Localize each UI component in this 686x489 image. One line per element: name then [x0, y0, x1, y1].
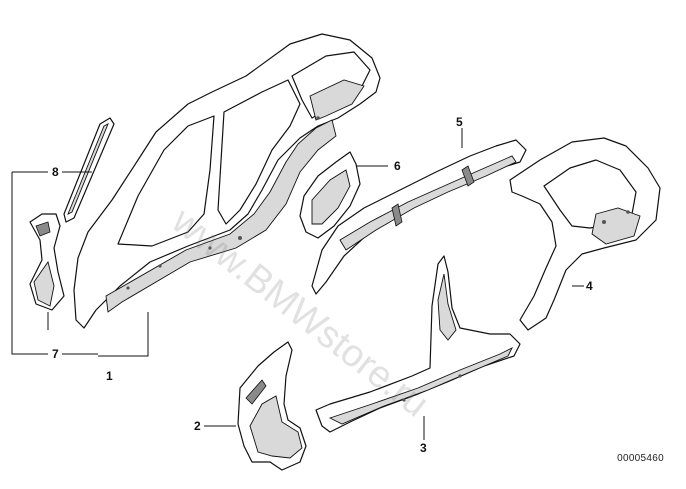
- callout-4: 4: [586, 279, 593, 293]
- callout-8: 8: [52, 165, 59, 179]
- callout-5: 5: [456, 115, 463, 129]
- part-8-strip: [63, 117, 115, 223]
- part-5-roof-rail: [311, 128, 527, 295]
- callout-2: 2: [194, 419, 201, 433]
- callout-1: 1: [106, 369, 113, 383]
- diagram-id-label: 00005460: [617, 453, 664, 464]
- part-1-side-frame: [73, 33, 381, 357]
- part-7-bracket: [29, 213, 65, 311]
- callout-6: 6: [394, 159, 401, 173]
- callout-3: 3: [420, 441, 427, 455]
- part-2-pillar-section: [204, 341, 307, 471]
- part-4-rear-quarter: [509, 137, 661, 331]
- bracket-lines-7-8: [11, 171, 98, 355]
- part-6-pillar: [299, 151, 388, 239]
- part-3-sill: [315, 255, 521, 440]
- callout-7: 7: [52, 347, 59, 361]
